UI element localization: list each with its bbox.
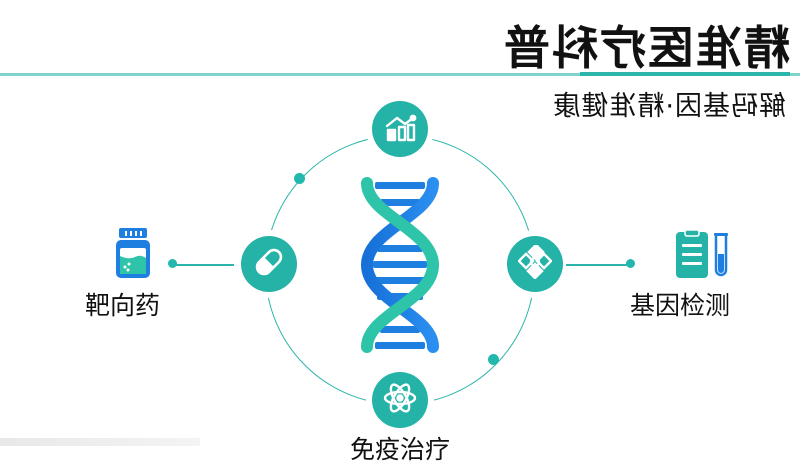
dna-helix-icon — [355, 175, 445, 359]
label-text: 靶向药 — [84, 291, 160, 320]
label-text: 基因检测 — [629, 291, 730, 320]
node-immunotherapy — [372, 372, 428, 428]
connector-dot — [626, 259, 635, 268]
molecule-network-icon — [517, 243, 553, 283]
page-title: 精准医疗科普 — [502, 21, 790, 75]
orbit-dot — [488, 354, 499, 365]
connector-dot — [168, 259, 177, 268]
test-tube-clipboard-icon — [672, 229, 732, 284]
label-gene-testing: 基因检测 — [630, 286, 730, 322]
atom-icon — [382, 380, 418, 420]
connector-line — [566, 264, 632, 266]
medicine-bottle-icon — [113, 228, 153, 282]
page-subtitle: 解码基因·精准健康 — [552, 91, 786, 122]
orbit-dot — [294, 173, 305, 184]
label-targeted-drug: 靶向药 — [85, 286, 160, 322]
connector-line — [172, 264, 234, 266]
node-gene-testing — [241, 236, 297, 292]
bottom-edge-shadow — [0, 438, 200, 446]
label-text: 免疫治疗 — [349, 435, 450, 464]
infographic-stage: 精准医疗科普 解码基因·精准健康 — [0, 21, 800, 464]
data-analysis-chart-icon — [383, 112, 417, 146]
node-data-analysis — [372, 101, 428, 157]
node-targeted-drug — [507, 236, 563, 292]
title-divider-accent — [580, 72, 790, 76]
pill-capsule-icon — [252, 245, 286, 283]
label-immunotherapy: 免疫治疗 — [350, 430, 450, 466]
